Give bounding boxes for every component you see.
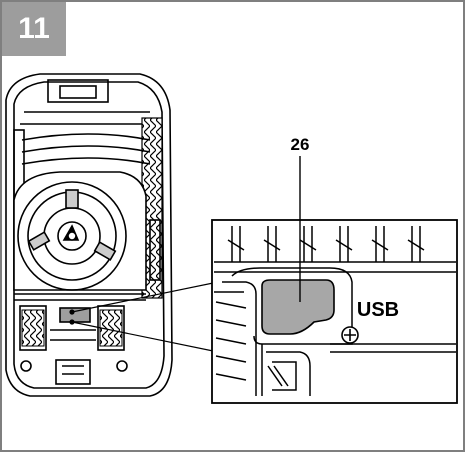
top-rule [66, 0, 465, 2]
detail-inset [211, 219, 458, 404]
rear-chassis [14, 293, 146, 385]
zoom-lines [69, 281, 219, 353]
blade-housing [13, 171, 147, 291]
part-number-label: 26 [291, 135, 310, 154]
screw-icon [341, 326, 359, 344]
usb-label: USB [357, 299, 399, 321]
usb-port [261, 279, 335, 335]
figure-number-badge: 11 [2, 2, 66, 56]
